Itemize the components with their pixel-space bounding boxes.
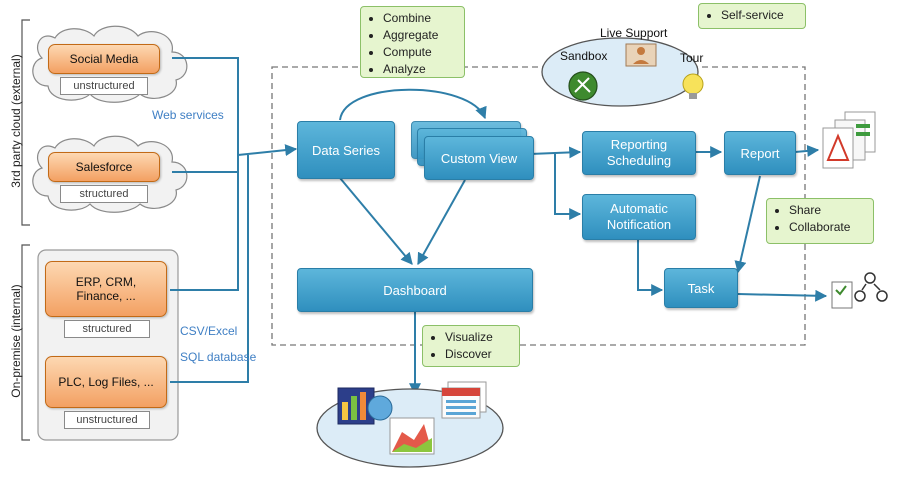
sandbox-label: Sandbox [560,49,608,63]
note-combine-item: Analyze [383,61,456,78]
note-combine: Combine Aggregate Compute Analyze [360,6,465,78]
note-share-item: Collaborate [789,219,865,236]
node-reporting-scheduling: Reporting Scheduling [582,131,696,175]
node-custom-view: Custom View [424,136,534,180]
bar-chart-icon [337,387,393,425]
social-media-tag: unstructured [60,77,148,95]
tour-lightbulb-icon [682,73,704,99]
note-visualize: Visualize Discover [422,325,520,367]
plc-tag: unstructured [64,411,150,429]
note-self-service-item: Self-service [721,7,797,24]
live-support-icon [625,43,657,67]
spreadsheet-icon [441,381,487,419]
external-section-label: 3rd party cloud (external) [9,54,23,188]
note-share: Share Collaborate [766,198,874,244]
task-people-icon [831,272,888,309]
note-combine-item: Compute [383,44,456,61]
node-task: Task [664,268,738,308]
sql-database-label: SQL database [180,350,257,364]
sandbox-icon [568,71,598,101]
node-data-series: Data Series [297,121,395,179]
source-salesforce: Salesforce [48,152,160,182]
note-visualize-item: Visualize [445,329,511,346]
note-combine-item: Combine [383,10,456,27]
node-report: Report [724,131,796,175]
node-dashboard: Dashboard [297,268,533,312]
note-visualize-item: Discover [445,346,511,363]
source-erp-crm-finance: ERP, CRM, Finance, ... [45,261,167,317]
live-support-label: Live Support [600,26,668,40]
note-combine-item: Aggregate [383,27,456,44]
salesforce-tag: structured [60,185,148,203]
note-self-service: Self-service [698,3,806,29]
tour-label: Tour [680,51,704,65]
node-automatic-notification: Automatic Notification [582,194,696,240]
internal-section-label: On-premise (internal) [9,284,23,398]
source-plc-log-files: PLC, Log Files, ... [45,356,167,408]
internal-bracket [21,244,30,441]
external-bracket [21,19,30,226]
area-chart-icon [389,417,435,455]
source-social-media: Social Media [48,44,160,74]
report-documents-icon [822,111,876,169]
csv-excel-label: CSV/Excel [180,324,238,338]
web-services-label: Web services [152,108,224,122]
erp-tag: structured [64,320,150,338]
note-share-item: Share [789,202,865,219]
